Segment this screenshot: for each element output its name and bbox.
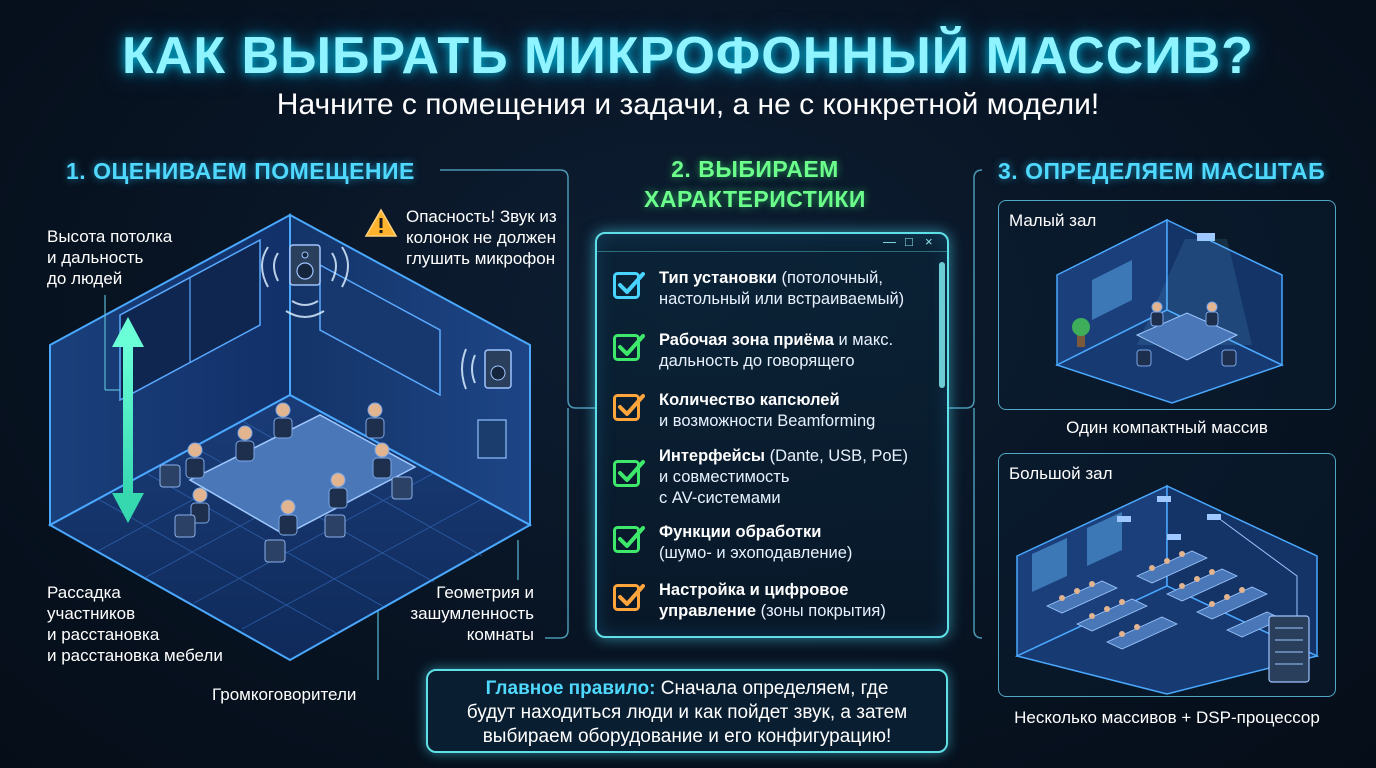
checkbox-checked-icon [613,460,645,487]
close-icon[interactable]: × [925,234,933,249]
panel-titlebar: — □ × [597,234,947,252]
checkbox-checked-icon [613,334,645,361]
section-2-title: 2. ВЫБИРАЕМ ХАРАКТЕРИСТИКИ [644,156,866,212]
checkbox-checked-icon [613,272,645,299]
speakers-label: Громкоговорители [212,685,357,704]
room-illustration [47,213,533,662]
ceiling-height-label: Высота потолка и дальность до людей [47,227,173,288]
danger-label: Опасность! Звук из колонок не должен глу… [406,207,557,268]
checkbox-checked-icon [613,526,645,553]
minimize-icon[interactable]: — [883,234,896,249]
large-hall-illustration [1014,484,1320,695]
geometry-label: Геометрия и зашумленность комнаты [410,583,534,644]
seating-label: Рассадка участников и расстановка и расс… [47,583,223,665]
small-hall-card: Малый зал [998,200,1336,410]
section-1-title: 1. ОЦЕНИВАЕМ ПОМЕЩЕНИЕ [66,158,415,184]
large-hall-caption: Несколько массивов + DSP-процессор [1014,708,1320,727]
characteristics-panel: — □ × Тип установки (потолочный,настольн… [595,232,949,638]
warning-triangle-icon [364,208,398,237]
small-hall-label: Малый зал [1009,211,1097,230]
section-3-title: 3. ОПРЕДЕЛЯЕМ МАСШТАБ [998,158,1326,184]
large-hall-card: Большой зал [998,453,1336,697]
small-hall-caption: Один компактный массив [1066,418,1268,437]
checkbox-checked-icon [613,584,645,611]
large-hall-label: Большой зал [1009,464,1113,483]
maximize-icon[interactable]: □ [905,234,913,249]
page-subtitle: Начните с помещения и задачи, а не с кон… [276,88,1100,121]
page-title: КАК ВЫБРАТЬ МИКРОФОННЫЙ МАССИВ? [122,27,1254,85]
small-hall-illustration [1055,218,1284,404]
checkbox-checked-icon [613,394,645,421]
panel-scrollbar[interactable] [939,262,945,388]
main-rule-box: Главное правило: Сначала определяем, где… [426,669,948,753]
